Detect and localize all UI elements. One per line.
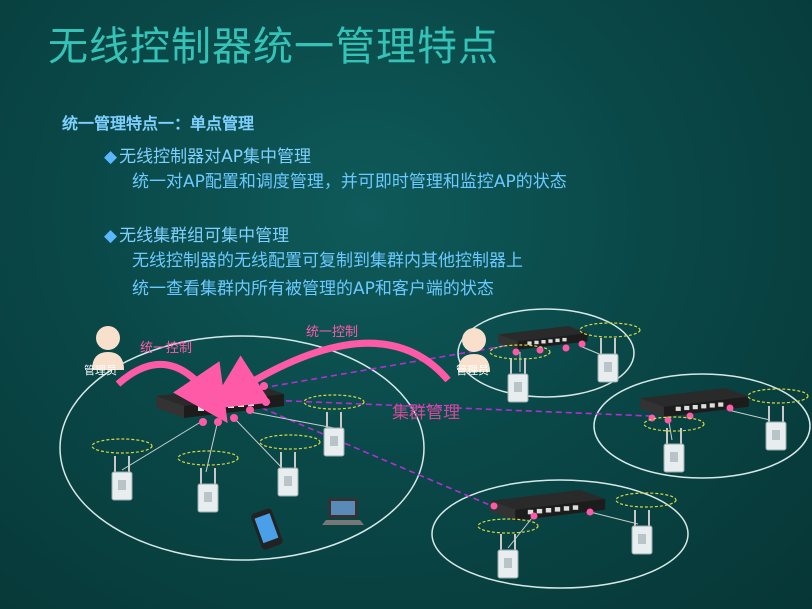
diamond-bullet-icon: ◆	[104, 147, 118, 167]
bullet-2-heading: 无线集群组可集中管理	[119, 226, 290, 246]
cluster-circle-bottom-right	[431, 479, 689, 589]
cluster-circle-top-right	[457, 308, 635, 398]
bullet-1-heading: 无线控制器对AP集中管理	[119, 147, 311, 167]
phone-icon	[251, 508, 283, 550]
slide-title: 无线控制器统一管理特点	[48, 24, 499, 70]
controller-right	[640, 388, 749, 417]
cluster-link-3	[261, 407, 493, 507]
cluster-link-2	[265, 399, 651, 417]
admin-right-label: 管理员	[456, 363, 489, 377]
ap-group-right	[477, 322, 809, 579]
cluster-circle-main	[59, 335, 425, 561]
bullet-2-line-2: 统一查看集群内所有被管理的AP和客户端的状态	[132, 279, 494, 299]
control-label-2: 统一控制	[306, 325, 358, 340]
bullet-2-line-1: 无线控制器的无线配置可复制到集群内其他控制器上	[132, 251, 523, 271]
controller-bottom-right	[490, 490, 606, 521]
control-label-1: 统一控制	[140, 341, 192, 356]
admin-left-label: 管理员	[84, 363, 117, 377]
control-arrow-right	[208, 339, 451, 410]
bullet-1: ◆无线控制器对AP集中管理	[104, 142, 311, 167]
laptop-icon	[322, 498, 364, 525]
cluster-circle-right	[593, 373, 811, 479]
cluster-link-1	[261, 344, 511, 389]
cluster-label: 集群管理	[392, 403, 460, 423]
control-arrow-left	[115, 360, 228, 424]
controller-top-right	[498, 326, 588, 350]
section-subtitle: 统一管理特点一：单点管理	[62, 114, 255, 133]
bullet-2: ◆无线集群组可集中管理	[104, 221, 289, 246]
diamond-bullet-icon: ◆	[104, 226, 118, 246]
bullet-1-line-1: 统一对AP配置和调度管理，并可即时管理和监控AP的状态	[132, 172, 567, 192]
port-dots	[199, 340, 734, 520]
